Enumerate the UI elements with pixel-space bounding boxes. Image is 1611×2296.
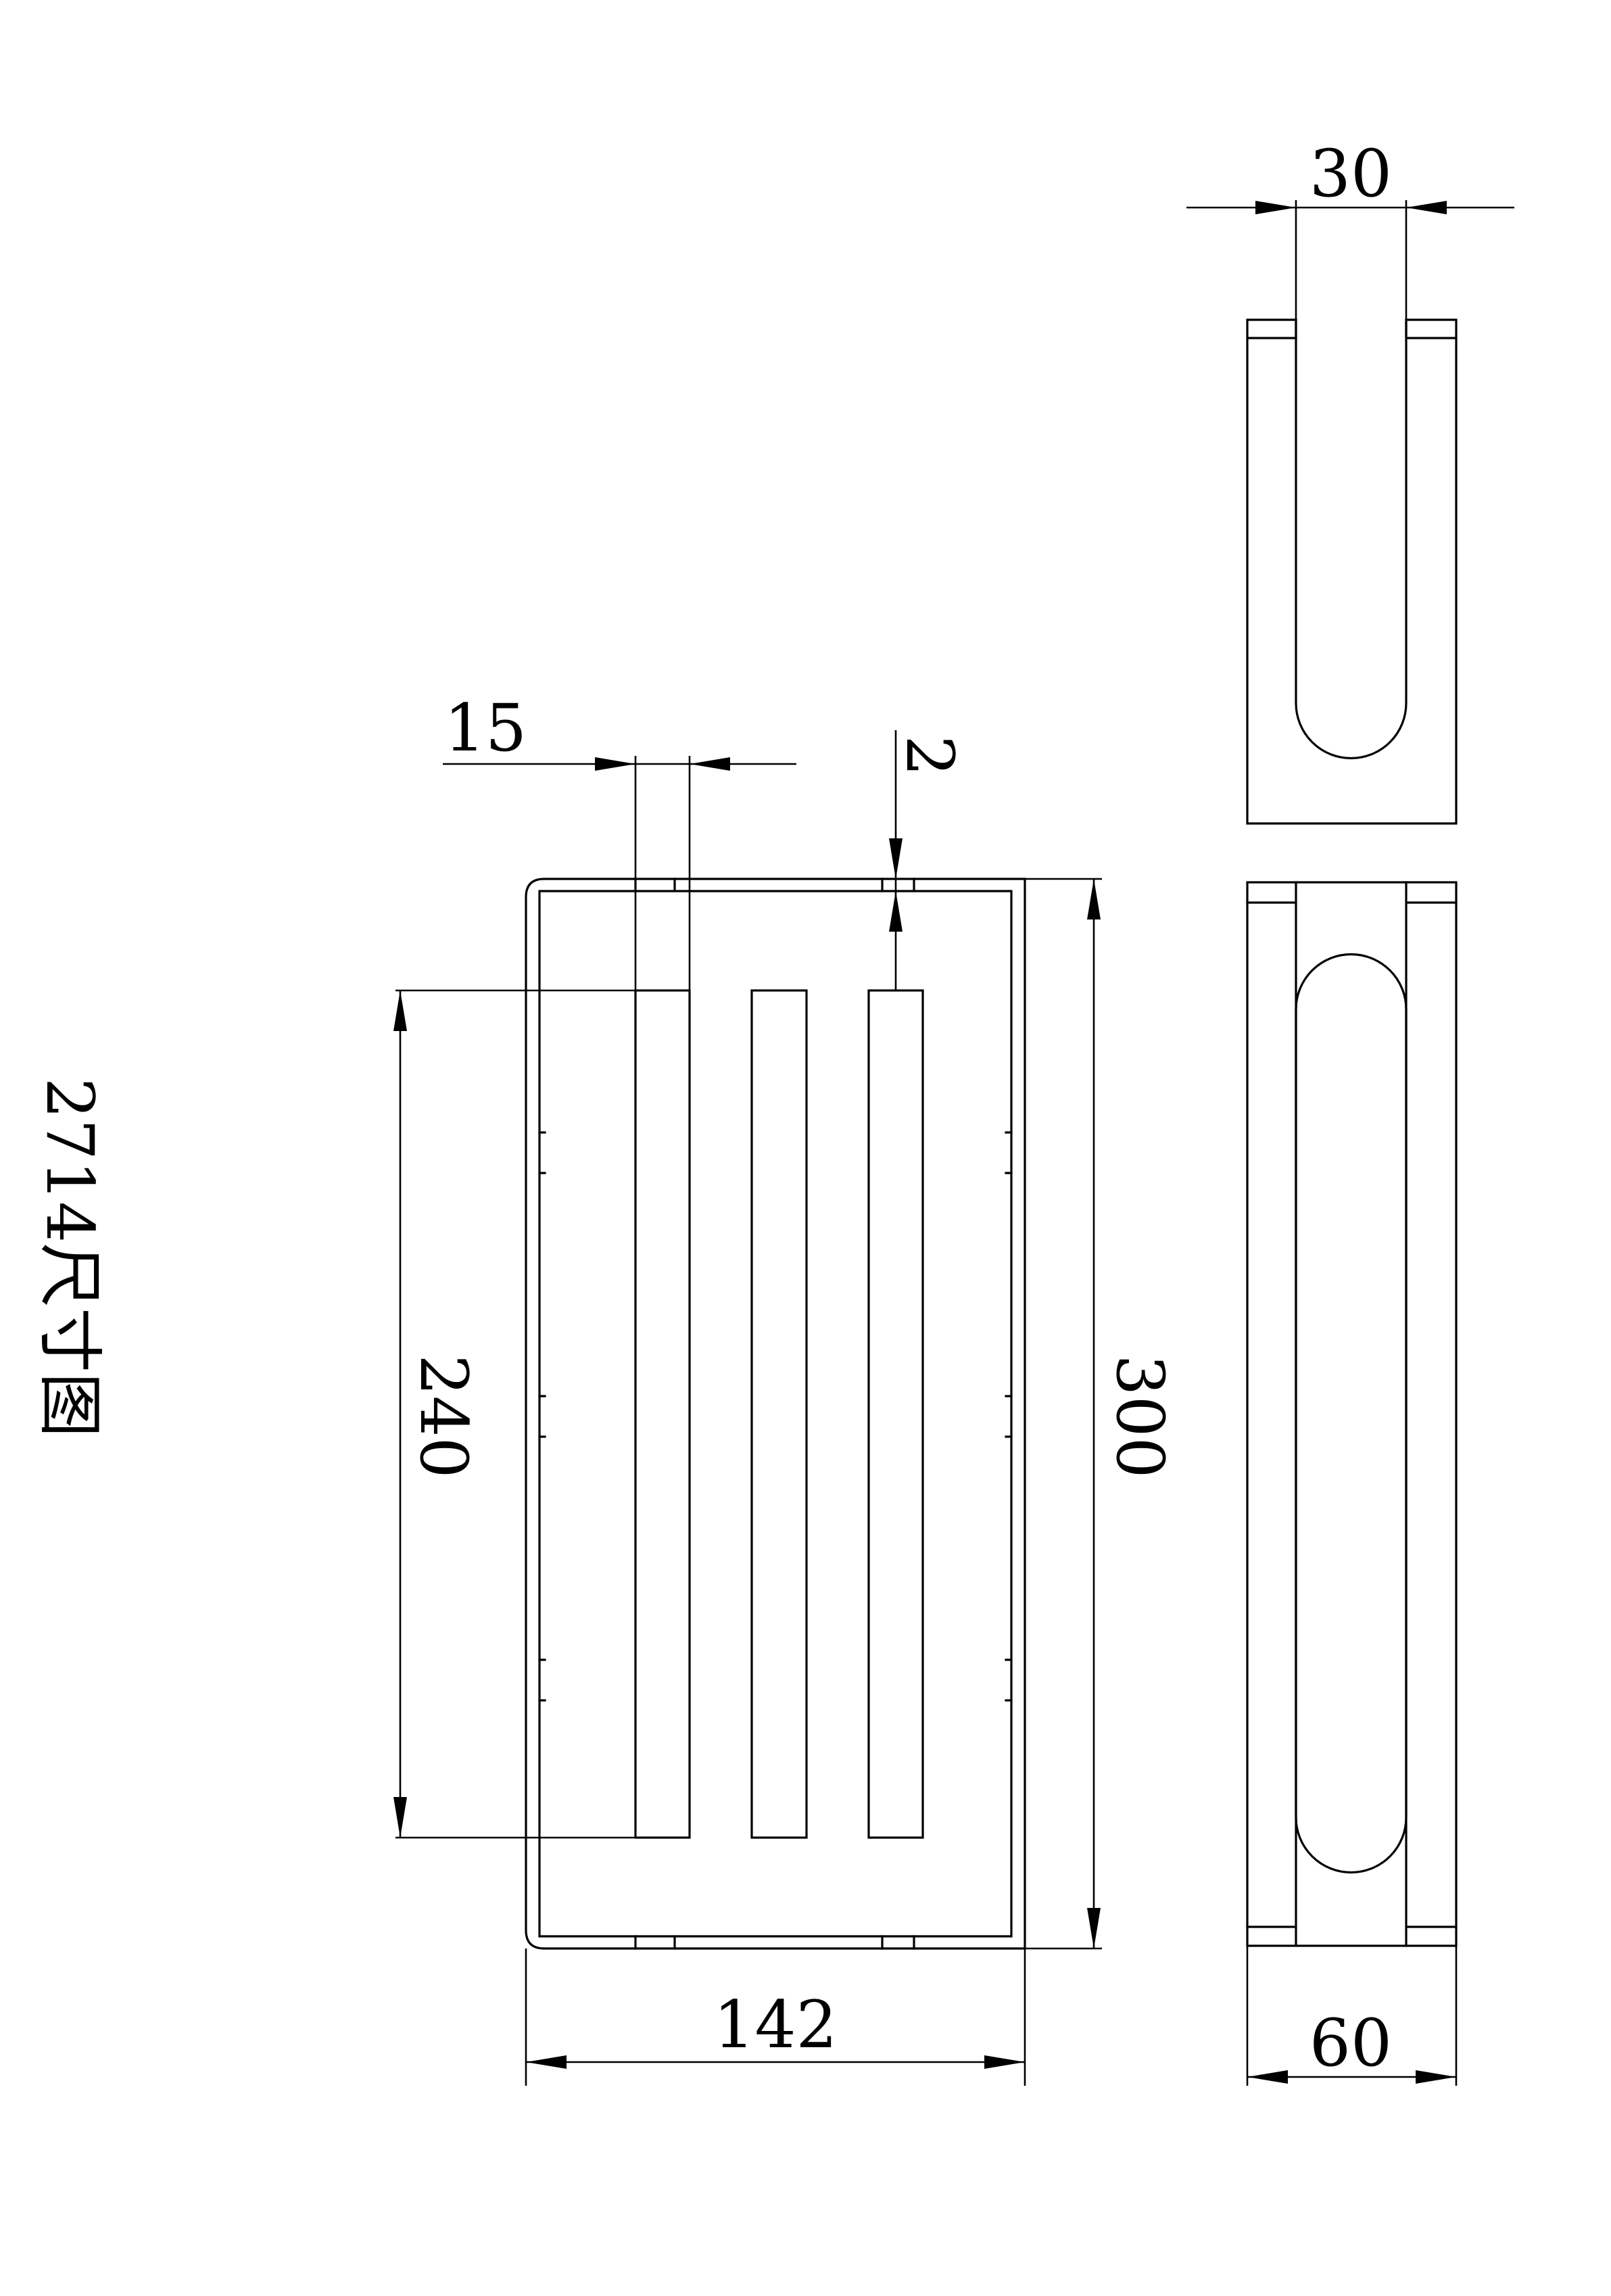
dim-overall-width-142: 142 bbox=[525, 1948, 1026, 2086]
front-slot-2 bbox=[750, 989, 808, 1839]
front-slot-3 bbox=[867, 989, 924, 1839]
drawing-title-text: 2714尺寸图 bbox=[32, 1078, 107, 1437]
front-view: 15 2 240 300 bbox=[393, 690, 1178, 2086]
dim-top-gap-2: 2 bbox=[889, 730, 967, 990]
dim-label-30: 30 bbox=[1309, 136, 1392, 212]
dim-label-2: 2 bbox=[892, 735, 967, 776]
front-left-notches bbox=[538, 1131, 546, 1702]
dim-label-60: 60 bbox=[1309, 2005, 1392, 2081]
dim-label-300: 300 bbox=[1102, 1354, 1178, 1478]
dim-side-slot-width-30: 30 bbox=[1186, 136, 1514, 320]
dim-slot-width-15: 15 bbox=[443, 690, 796, 990]
front-bottom-notches bbox=[634, 1935, 915, 1950]
side-top-u-slot bbox=[1295, 318, 1408, 760]
front-top-notches bbox=[634, 878, 915, 892]
front-inner-frame bbox=[538, 890, 1013, 1938]
side-bottom-slot bbox=[1295, 953, 1408, 1874]
side-bottom-band bbox=[1246, 881, 1458, 1947]
side-view-top: 30 bbox=[1186, 136, 1514, 825]
dim-label-240: 240 bbox=[406, 1354, 481, 1478]
drawing-title: 2714尺寸图 bbox=[32, 1078, 107, 1437]
dim-label-15: 15 bbox=[444, 690, 527, 766]
dim-slot-length-240: 240 bbox=[393, 989, 635, 1839]
front-right-notches bbox=[1005, 1131, 1013, 1702]
dim-label-142: 142 bbox=[713, 1987, 837, 2063]
front-outer-frame bbox=[525, 878, 1026, 1950]
dim-side-overall-width-60: 60 bbox=[1246, 1946, 1458, 2086]
side-bottom-outline bbox=[1246, 881, 1458, 1947]
side-view-bottom: 60 bbox=[1246, 881, 1458, 2086]
front-slot-1 bbox=[634, 989, 691, 1839]
dim-overall-length-300: 300 bbox=[1025, 878, 1178, 1950]
side-top-outline bbox=[1246, 318, 1458, 825]
